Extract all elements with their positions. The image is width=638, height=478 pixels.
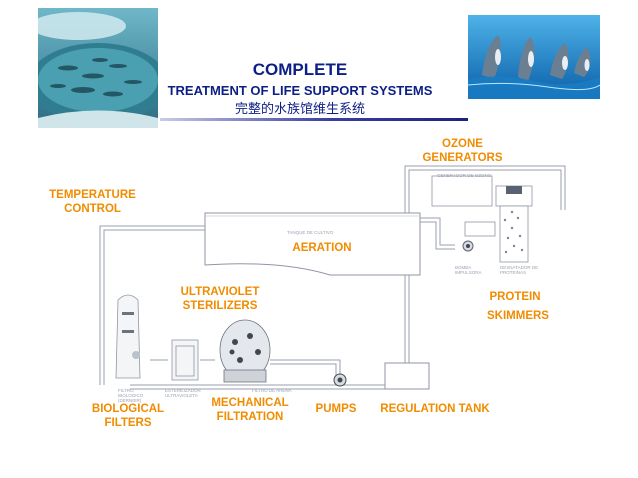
- uv-sterilizer-caption: ESTERILIZADOR ULTRAVIOLETA: [165, 388, 201, 398]
- chinese-title: 完整的水族馆维生系统: [234, 101, 365, 116]
- aeration-label: AERATION: [292, 242, 352, 254]
- uv-sterilizers-label: ULTRAVIOLET STERILIZERS: [180, 286, 260, 312]
- protein-label: PROTEIN: [489, 291, 541, 303]
- page-subtitle: TREATMENT OF LIFE SUPPORT SYSTEMS: [167, 83, 433, 98]
- pumps-label: PUMPS: [315, 403, 357, 415]
- bio-filter-caption: FILTRO BIOLOGICO (DERNIER): [118, 388, 144, 403]
- protein-deskimmer-caption: DESNATADOR DE PROTEINAS: [500, 265, 539, 275]
- fish-pond-photo: [38, 8, 158, 128]
- sand-filter-caption: FILTRO DE ARENA: [252, 388, 292, 393]
- ozone-generators-label: OZONE GENERATORS: [422, 138, 503, 164]
- culture-tank-caption: TANQUE DE CULTIVO: [287, 230, 334, 235]
- skimmers-label: SKIMMERS: [487, 310, 549, 322]
- page-title: COMPLETE: [252, 60, 348, 79]
- regulation-tank-label: REGULATION TANK: [380, 403, 490, 415]
- dolphins-photo: [468, 15, 600, 99]
- biological-filters-label: BIOLOGICAL FILTERS: [91, 403, 165, 429]
- impulse-pump-caption: BOMBA IMPULSORA: [455, 265, 482, 275]
- ozone-generator-caption: GENERADOR DE OZONO: [437, 173, 492, 178]
- temperature-control-label: TEMPERATURE CONTROL: [49, 189, 136, 215]
- header-divider: [160, 118, 468, 121]
- mechanical-filtration-label: MECHANICAL FILTRATION: [211, 397, 289, 423]
